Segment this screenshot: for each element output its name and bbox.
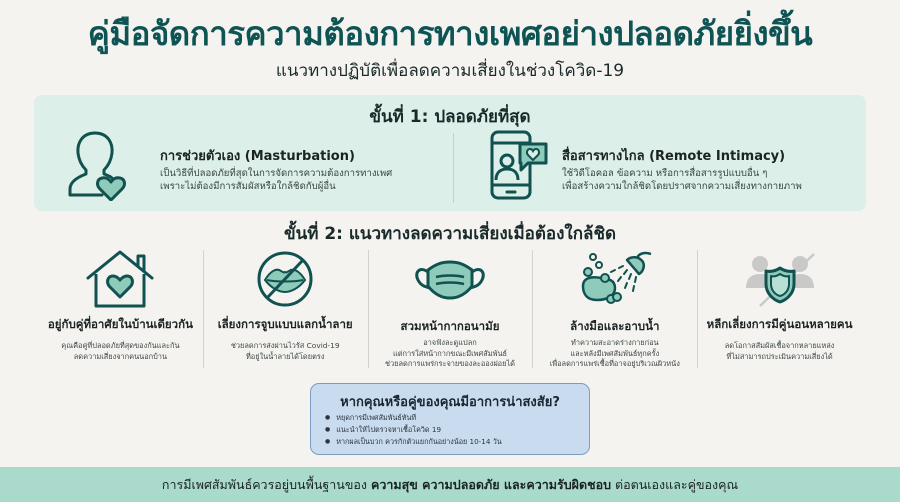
step2-item-desc: ทำความสะอาดร่างกายก่อน และหลังมีเพศสัมพั… (549, 338, 680, 368)
footer-emphasis: ความสุข ความปลอดภัย และความรับผิดชอบ (370, 477, 612, 492)
step2-heading: ขั้นที่ 2: แนวทางลดความเสี่ยงเมื่อต้องใก… (283, 224, 617, 244)
desc-line: เป็นวิธีที่ปลอดภัยที่สุดในการจัดการความต… (160, 168, 393, 179)
step1-item-desc: ใช้วิดีโอคอล ข้อความ หรือการสื่อสารรูปแบ… (562, 167, 802, 193)
symptom-warning-box: หากคุณหรือคู่ของคุณมีอาการน่าสงสัย? หยุด… (310, 383, 590, 455)
divider (453, 133, 454, 203)
step2-item-desc: ลดโอกาสสัมผัสเชื้อจากหลายแหล่ง ที่ไม่สาม… (724, 341, 835, 361)
step2-item-wash-shower: ล้างมือและอาบน้ำ ทำความสะอาดร่างกายก่อน … (532, 250, 697, 370)
warning-item: หยุดการมีเพศสัมพันธ์ทันที (325, 412, 502, 424)
phone-chat-heart-icon (490, 130, 548, 200)
step2-item-title: หลีกเลี่ยงการมีคู่นอนหลายคน (706, 317, 853, 331)
step1-item-desc: เป็นวิธีที่ปลอดภัยที่สุดในการจัดการความต… (160, 167, 392, 193)
step2-item-title: ล้างมือและอาบน้ำ (570, 319, 660, 333)
step1-panel: ขั้นที่ 1: ปลอดภัยที่สุด การช่วยตัวเอง (… (34, 95, 866, 211)
footer-banner: การมีเพศสัมพันธ์ควรอยู่บนพื้นฐานของ ความ… (0, 467, 900, 502)
step2-item-desc: ช่วยลดการส่งผ่านไวรัส Covid-19 ที่อยู่ใน… (230, 341, 340, 361)
step2-item-title: เลี่ยงการจูบแบบแลกน้ำลาย (217, 317, 353, 331)
step2-item-title: สวมหน้ากากอนามัย (400, 319, 500, 333)
no-kissing-icon (257, 251, 313, 307)
step1-heading: ขั้นที่ 1: ปลอดภัยที่สุด (369, 107, 531, 127)
multiple-partners-shield-icon (745, 253, 815, 307)
step2-item-desc: อาจฟังละดูแปลก แต่การใส่หน้ากากขณะมีเพศส… (385, 338, 515, 368)
page-title: คู่มือจัดการความต้องการทางเพศอย่างปลอดภั… (87, 14, 813, 53)
desc-line: เพราะไม่ต้องมีการสัมผัสหรือใกล้ชิดกับผู้… (160, 181, 336, 192)
step2-item-wear-mask: สวมหน้ากากอนามัย อาจฟังละดูแปลก แต่การใส… (367, 250, 533, 370)
house-heart-icon (86, 250, 154, 308)
step1-item-title: การช่วยตัวเอง (Masturbation) (160, 149, 355, 164)
footer-prefix: การมีเพศสัมพันธ์ควรอยู่บนพื้นฐานของ (161, 477, 371, 492)
page-subtitle: แนวทางปฏิบัติเพื่อลดความเสี่ยงในช่วงโควิ… (275, 61, 625, 81)
footer-suffix: ต่อตนเองและคู่ของคุณ (611, 477, 739, 492)
step2-item-desc: คุณคือคู่ที่ปลอดภัยที่สุดของกันและกัน ลด… (61, 341, 180, 361)
step2-item-avoid-multiple-partners: หลีกเลี่ยงการมีคู่นอนหลายคน ลดโอกาสสัมผั… (697, 250, 862, 370)
step1-item-title: สื่อสารทางไกล (Remote Intimacy) (562, 149, 786, 164)
warning-title: หากคุณหรือคู่ของคุณมีอาการน่าสงสัย? (340, 395, 560, 410)
person-heart-icon (68, 131, 126, 201)
warning-list: หยุดการมีเพศสัมพันธ์ทันที แนะนำให้ไปตรวจ… (325, 412, 502, 448)
desc-line: เพื่อสร้างความใกล้ชิดโดยปราศจากความเสี่ย… (562, 181, 802, 192)
desc-line: ใช้วิดีโอคอล ข้อความ หรือการสื่อสารรูปแบ… (562, 168, 768, 179)
step2-item-title: อยู่กับคู่ที่อาศัยในบ้านเดียวกัน (47, 317, 193, 331)
step1-item-remote-intimacy: สื่อสารทางไกล (Remote Intimacy) ใช้วิดีโ… (482, 129, 862, 205)
step1-item-masturbation: การช่วยตัวเอง (Masturbation) เป็นวิธีที่… (64, 129, 464, 205)
warning-item: แนะนำให้ไปตรวจหาเชื้อโควิด 19 (325, 424, 502, 436)
warning-item: หากผลเป็นบวก ควรกักตัวแยกกันอย่างน้อย 10… (325, 436, 501, 448)
step2-items: อยู่กับคู่ที่อาศัยในบ้านเดียวกัน คุณคือค… (38, 250, 862, 370)
step2-item-same-household: อยู่กับคู่ที่อาศัยในบ้านเดียวกัน คุณคือค… (38, 250, 203, 370)
step2-item-avoid-kissing: เลี่ยงการจูบแบบแลกน้ำลาย ช่วยลดการส่งผ่า… (202, 250, 368, 370)
soap-shower-icon (581, 251, 652, 304)
face-mask-icon (415, 260, 485, 300)
